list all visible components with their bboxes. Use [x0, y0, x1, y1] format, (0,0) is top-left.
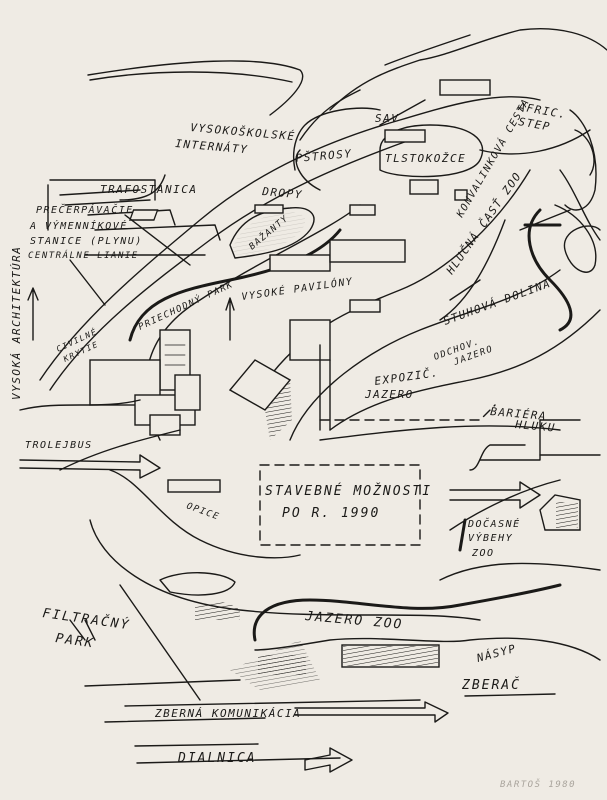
label-vysoka-architektura: VYSOKÁ ARCHITEKTÚRA	[10, 246, 23, 400]
zoo-outline	[39, 89, 601, 441]
label-docasne-vybehy: VÝBEHY	[468, 531, 513, 544]
label-expozic-jazero: EXPOZIČ.	[374, 366, 440, 388]
stuhova-dolina-river	[439, 109, 601, 332]
label-bariera-hluku: HLUKU	[514, 418, 557, 435]
label-dialnica: DIALNICA	[177, 751, 257, 766]
label-sav: SAV	[375, 112, 399, 125]
label-zberac: ZBERAČ	[461, 677, 521, 693]
label-stavebne-moznosti: PO R. 1990	[282, 506, 380, 521]
label-dropy: DROPY	[261, 185, 304, 202]
label-docasne-vybehy: ZOO	[471, 548, 495, 559]
label-nasyp: NÁSYP	[474, 642, 518, 665]
label-docasne-vybehy: DOČASNÉ	[467, 517, 521, 530]
label-precerpavacie: STANICE (PLYNU)	[30, 236, 143, 247]
label-filtracny-park: FILTRAČNÝ	[41, 605, 131, 633]
label-precerpavacie: A VÝMENNÍKOVÉ	[29, 219, 128, 232]
label-opice: OPICE	[185, 501, 221, 522]
label-stavebne-moznosti: STAVEBNÉ MOŽNOSTI	[265, 483, 432, 499]
label-filtracny-park: PARK	[54, 631, 95, 651]
signature: BARTOŠ 1980	[500, 778, 576, 790]
label-trolejbus: TROLEJBUS	[25, 440, 93, 451]
label-vysoke-pavilony: VYSOKÉ PAVILÓNY	[241, 274, 355, 303]
lower-area	[19, 344, 601, 773]
annotation-arrows	[27, 99, 481, 341]
label-stuhova-dolina: STUHOVÁ DOLINA	[442, 277, 553, 328]
label-afric-step: STEP	[517, 115, 551, 133]
label-pstrosy: PŠTROSY	[295, 147, 353, 165]
buildings	[89, 79, 581, 675]
label-zberna-komunikacia: ZBERNÁ KOMUNIKÁCIA	[154, 707, 301, 720]
label-precerpavacie: CENTRÁLNE LIANIE	[28, 249, 139, 261]
label-expozic-jazero: JAZERO	[364, 388, 414, 401]
label-trafostanica: TRAFOSTANICA	[100, 183, 197, 196]
terrain-lines	[47, 28, 607, 256]
label-tlstokozce: TLSTOKOŽCE	[385, 152, 466, 165]
label-jazero-zoo: JAZERO ZOO	[304, 609, 404, 633]
construction-zone	[19, 404, 601, 552]
label-precerpavacie: PREČERPÁVAČIE	[36, 203, 134, 216]
label-bariera-hluku: BARIÉRA	[490, 405, 548, 423]
label-internaty: INTERNÁTY	[175, 137, 249, 156]
